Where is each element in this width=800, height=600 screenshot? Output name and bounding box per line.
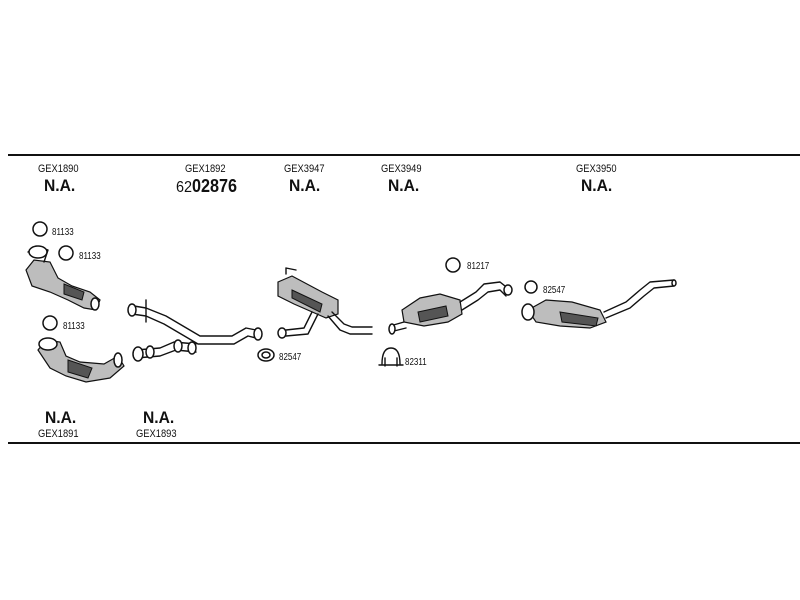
clamp-ring-82547-a [524, 280, 538, 294]
front-pipe-gex1890-icon [25, 245, 101, 311]
clamp-ring-81133-a [32, 221, 48, 237]
header-code-gex1892: GEX1892 [185, 163, 226, 175]
clamp-label-2: 81133 [79, 251, 101, 262]
intermediate-pipe-gex1892-icon [127, 299, 263, 345]
part-number-main: 02876 [192, 176, 238, 196]
rear-silencer-gex3950-icon [521, 279, 677, 329]
clamp-ring-81133-c [42, 315, 58, 331]
clamp-label-6: 81217 [467, 261, 490, 272]
clamp-label-3: 81133 [63, 321, 85, 332]
footer-code-gex1893: GEX1893 [136, 428, 177, 440]
clamp-label-5: 82311 [405, 357, 427, 368]
footer-status-gex1893: N.A. [143, 408, 175, 427]
bottom-divider [8, 442, 800, 444]
header-code-gex3947: GEX3947 [284, 163, 325, 175]
part-number-prefix: 62 [176, 179, 193, 196]
header-status-gex1890: N.A. [44, 176, 76, 195]
header-status-gex3949: N.A. [388, 176, 420, 195]
clamp-ring-81133-b [58, 245, 74, 261]
header-code-gex3949: GEX3949 [381, 163, 422, 175]
clamp-label-1: 81133 [52, 227, 74, 238]
footer-code-gex1891: GEX1891 [38, 428, 79, 440]
top-divider [8, 154, 800, 156]
footer-status-gex1891: N.A. [45, 408, 77, 427]
clamp-ring-81217 [445, 257, 461, 273]
front-silencer-gex3947-icon [277, 267, 373, 339]
seal-82547-icon [257, 348, 275, 362]
header-code-gex3950: GEX3950 [576, 163, 617, 175]
header-status-gex3950: N.A. [581, 176, 613, 195]
clamp-label-7: 82547 [543, 285, 566, 296]
u-clamp-82311-icon [378, 347, 404, 367]
center-silencer-gex3949-icon [388, 281, 513, 335]
header-status-gex3947: N.A. [289, 176, 321, 195]
header-code-gex1890: GEX1890 [38, 163, 79, 175]
front-pipe-gex1891-icon [37, 337, 125, 383]
clamp-label-4: 82547 [279, 352, 302, 363]
intermediate-pipe-gex1893-icon [132, 339, 197, 362]
header-part-number: 6202876 [176, 176, 237, 197]
